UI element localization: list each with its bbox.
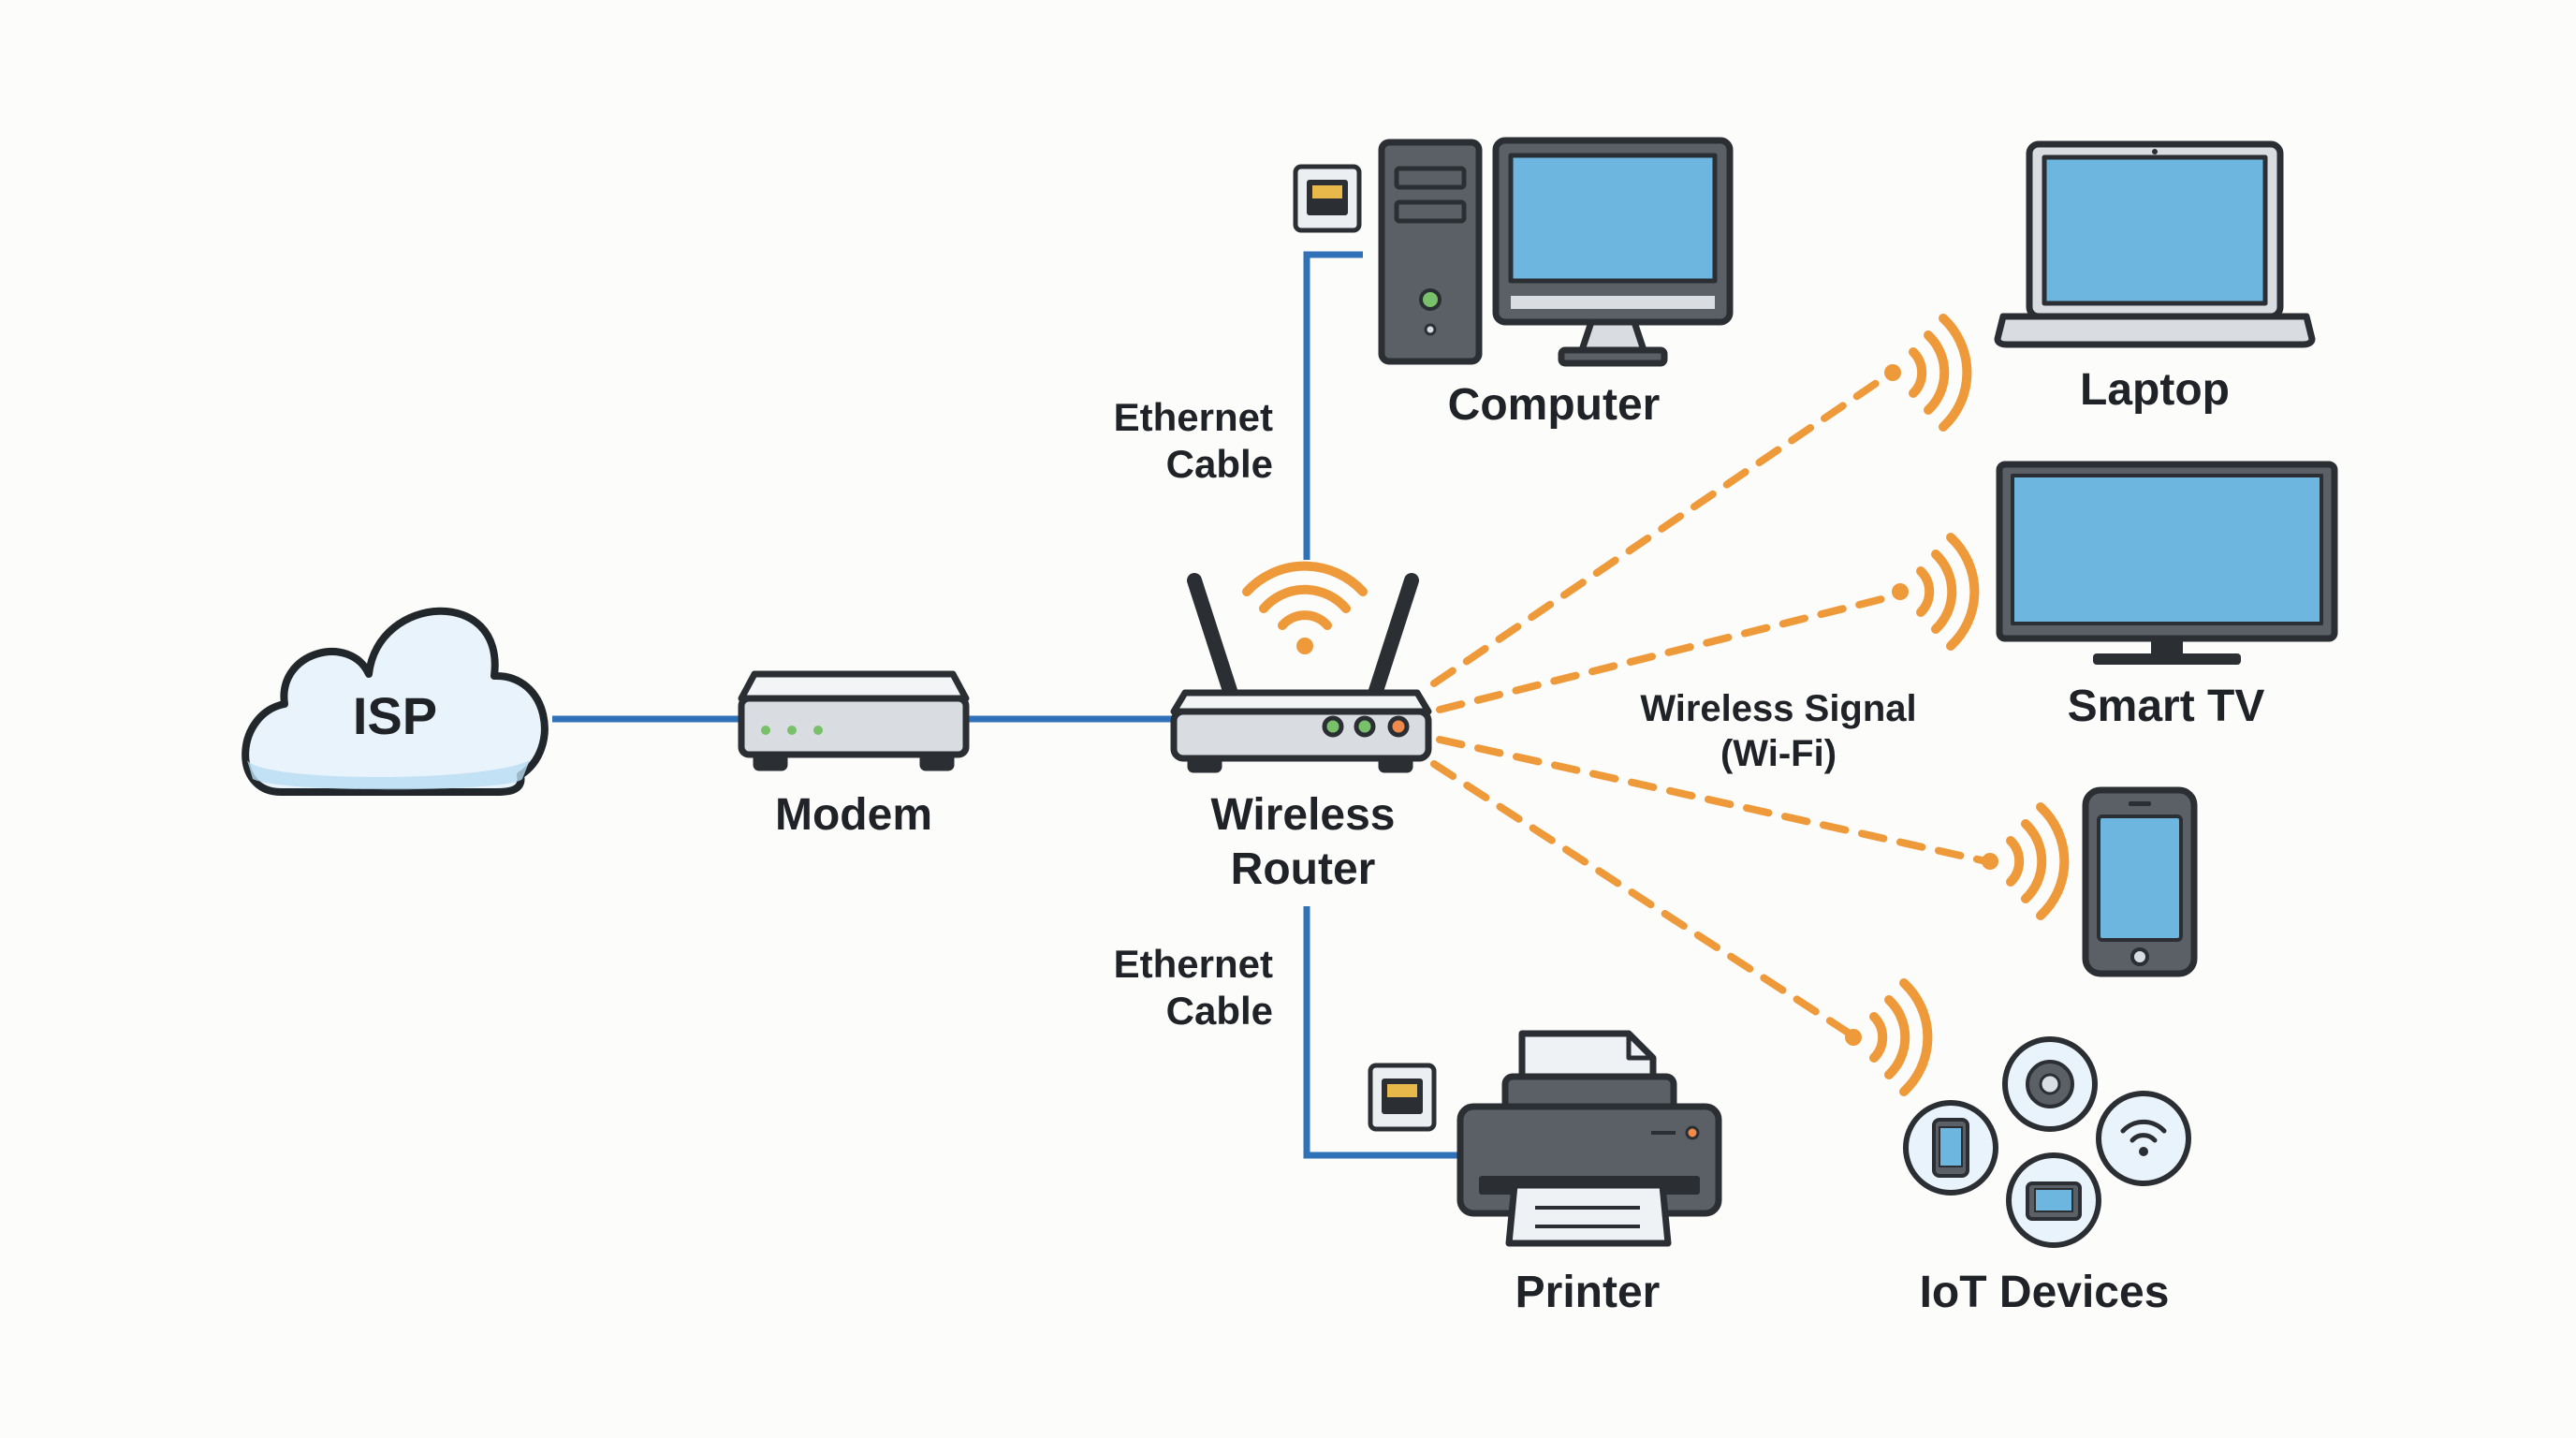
smart-wifi-icon [2096,1091,2191,1186]
iot-devices-icon [1903,1036,2191,1248]
router-printer-cable [1303,906,1460,1159]
wifi-line-laptop [1430,371,1893,687]
smart-speaker-icon [2002,1036,2098,1132]
smart-tv-label: Smart TV [2068,682,2265,731]
ethernet-bottom-label-line2: Cable [1166,989,1273,1033]
smart-phone-mini-icon [1903,1100,1998,1196]
isp-node: ISP [242,607,549,796]
tv-icon [1996,461,2338,665]
smart-display-icon [2006,1152,2101,1248]
wifi-wave-laptop-icon [1884,314,1972,432]
router-label-line2: Router [1231,844,1376,894]
pc-tower [1378,139,1483,365]
router-broadcast-wifi-icon [1242,561,1368,654]
ethernet-port-icon [1368,1063,1437,1132]
laptop-node: Laptop [1994,140,2316,415]
wifi-wave-iot-icon [1845,978,1933,1096]
wifi-wave-phone-icon [1982,802,2070,920]
router-label-line1: Wireless [1210,790,1395,840]
ethernet-top-label-line1: Ethernet [1114,395,1273,439]
iot-node: IoT Devices [1903,1036,2191,1317]
computer-node: Computer [1378,137,1734,430]
smart-tv-node: Smart TV [1996,461,2338,731]
phone-node [2082,786,2198,977]
wireless-signal-label-line2: (Wi-Fi) [1720,733,1837,774]
desktop-computer-icon [1378,137,1734,367]
modem-label: Modem [775,790,932,840]
cloud-icon [242,607,549,796]
wifi-line-phone [1436,736,1990,865]
ethernet-port-icon [1293,164,1362,233]
printer-label: Printer [1515,1268,1661,1317]
laptop-icon [1994,140,2316,348]
iot-label: IoT Devices [1920,1268,2170,1317]
printer-icon [1456,1030,1722,1247]
wifi-line-tv [1436,592,1900,713]
modem-icon [738,670,970,771]
ethernet-top-label-line2: Cable [1166,442,1273,486]
isp-label: ISP [353,686,437,745]
wired-connections [552,251,1460,1159]
wifi-line-iot [1430,760,1853,1037]
laptop-label: Laptop [2080,365,2230,415]
router-icon [1170,573,1432,773]
wifi-wave-tv-icon [1892,533,1980,651]
printer-node: Printer [1456,1030,1722,1317]
wifi-signal-lines [1430,371,1990,1037]
computer-label: Computer [1448,380,1661,430]
smartphone-icon [2082,786,2198,977]
modem-node: Modem [738,670,970,840]
router-node: Wireless Router [1170,573,1432,894]
wireless-signal-label-line1: Wireless Signal [1640,688,1916,729]
wifi-waves [1242,314,2070,1096]
router-computer-cable [1303,251,1363,560]
ethernet-bottom-label-line1: Ethernet [1114,942,1273,986]
